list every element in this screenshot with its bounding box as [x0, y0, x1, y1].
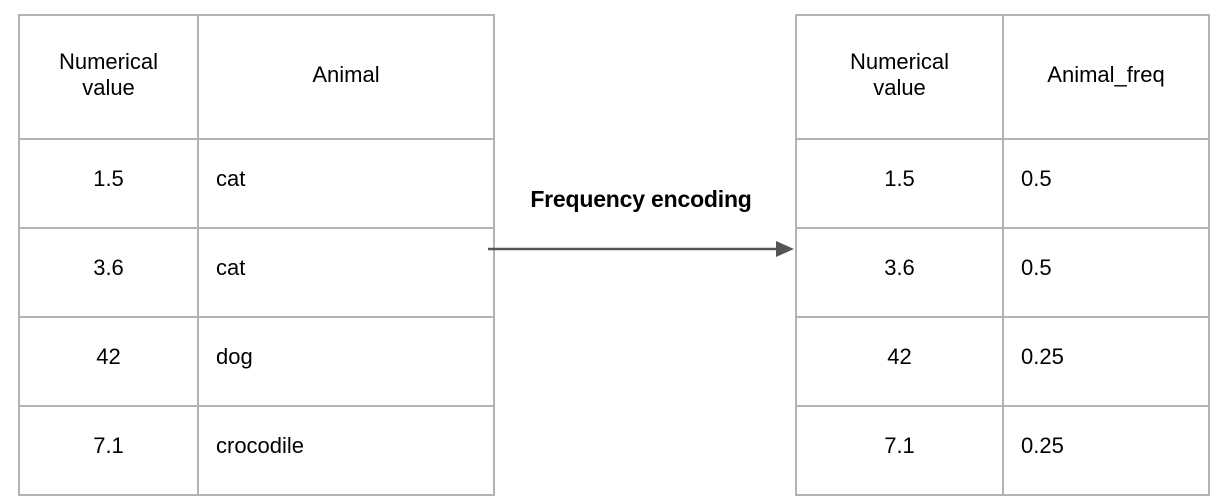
transform-label: Frequency encoding: [530, 186, 752, 212]
column-header-animal: Animal: [197, 14, 495, 140]
cell-animal-freq: 0.25: [1002, 316, 1210, 407]
cell-animal: crocodile: [197, 405, 495, 496]
table-row: 42 dog: [18, 316, 495, 407]
column-header-numerical-value: Numerical value: [18, 14, 199, 140]
column-header-line2: value: [873, 75, 926, 100]
arrow-right-icon: [488, 241, 794, 257]
column-header-line1: Numerical: [849, 49, 950, 75]
cell-numerical-value: 3.6: [795, 227, 1004, 318]
table-row: 3.6 0.5: [795, 227, 1210, 318]
cell-numerical-value: 7.1: [795, 405, 1004, 496]
cell-numerical-value: 42: [18, 316, 199, 407]
table-row: 7.1 0.25: [795, 405, 1210, 496]
cell-animal: cat: [197, 227, 495, 318]
table-row: 42 0.25: [795, 316, 1210, 407]
cell-numerical-value: 42: [795, 316, 1004, 407]
cell-animal-freq: 0.25: [1002, 405, 1210, 496]
cell-numerical-value: 1.5: [795, 138, 1004, 229]
cell-numerical-value: 7.1: [18, 405, 199, 496]
cell-numerical-value: 1.5: [18, 138, 199, 229]
column-header-numerical-value: Numerical value: [795, 14, 1004, 140]
cell-animal-freq: 0.5: [1002, 138, 1210, 229]
table-row: 3.6 cat: [18, 227, 495, 318]
frequency-encoding-diagram: Numerical value Animal 1.5 cat 3.6 cat 4…: [18, 14, 1210, 496]
cell-animal: cat: [197, 138, 495, 229]
result-table: Numerical value Animal_freq 1.5 0.5 3.6 …: [795, 14, 1210, 496]
source-table: Numerical value Animal 1.5 cat 3.6 cat 4…: [18, 14, 495, 496]
table-row: 1.5 0.5: [795, 138, 1210, 229]
column-header-line1: Numerical: [58, 49, 159, 75]
table-row: 1.5 cat: [18, 138, 495, 229]
column-header-line2: value: [82, 75, 135, 100]
table-header-row: Numerical value Animal: [18, 14, 495, 140]
table-header-row: Numerical value Animal_freq: [795, 14, 1210, 140]
cell-animal-freq: 0.5: [1002, 227, 1210, 318]
cell-animal: dog: [197, 316, 495, 407]
column-header-animal-freq: Animal_freq: [1002, 14, 1210, 140]
transform-group: Frequency encoding: [488, 186, 794, 266]
cell-numerical-value: 3.6: [18, 227, 199, 318]
table-row: 7.1 crocodile: [18, 405, 495, 496]
